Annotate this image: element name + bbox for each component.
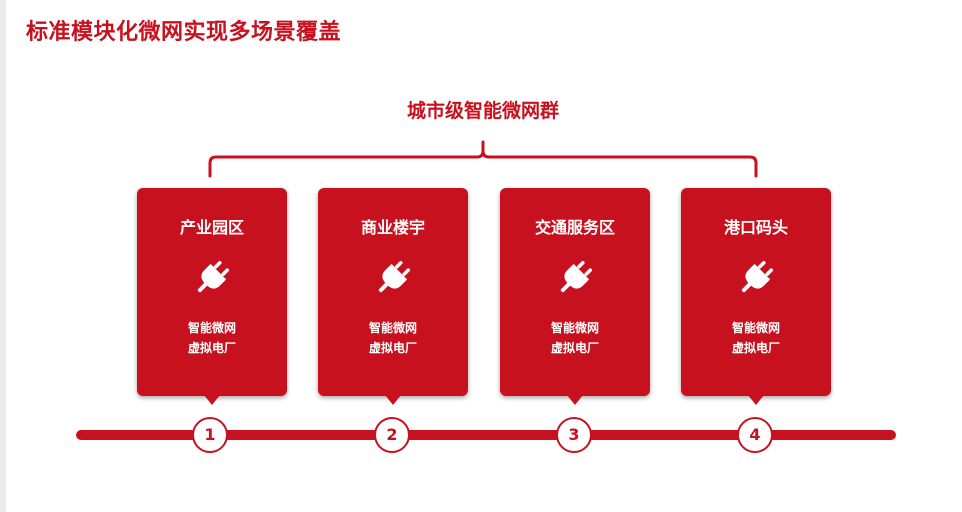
card-line: 虚拟电厂 <box>187 341 236 355</box>
step-marker-4: 4 <box>737 417 773 453</box>
scenario-card-industrial-park: 产业园区 智能微网 虚拟电厂 <box>137 188 287 405</box>
grouping-brace <box>208 140 758 178</box>
card-line: 虚拟电厂 <box>731 341 780 355</box>
card-line: 虚拟电厂 <box>368 341 417 355</box>
step-marker-2: 2 <box>374 417 410 453</box>
card-line: 智能微网 <box>550 321 599 335</box>
plug-icon <box>378 260 411 293</box>
card-title: 产业园区 <box>179 218 244 237</box>
card-line: 智能微网 <box>368 321 417 335</box>
card-title: 交通服务区 <box>534 218 615 237</box>
card-title: 商业楼宇 <box>360 218 425 237</box>
step-marker-1: 1 <box>192 417 228 453</box>
plug-icon <box>560 260 593 293</box>
page-title: 标准模块化微网实现多场景覆盖 <box>26 20 342 45</box>
slide-edge-strip <box>0 0 6 512</box>
timeline-bar <box>76 430 896 440</box>
plug-icon <box>197 260 230 293</box>
scenario-card-transport-service-area: 交通服务区 智能微网 虚拟电厂 <box>500 188 650 405</box>
step-marker-3: 3 <box>556 417 592 453</box>
card-line: 智能微网 <box>187 321 236 335</box>
scenario-card-commercial-building: 商业楼宇 智能微网 虚拟电厂 <box>318 188 468 405</box>
plug-icon <box>741 260 774 293</box>
card-line: 智能微网 <box>731 321 780 335</box>
card-title: 港口码头 <box>723 218 788 237</box>
scenario-card-port-terminal: 港口码头 智能微网 虚拟电厂 <box>681 188 831 405</box>
group-title: 城市级智能微网群 <box>406 100 559 122</box>
card-line: 虚拟电厂 <box>550 341 599 355</box>
